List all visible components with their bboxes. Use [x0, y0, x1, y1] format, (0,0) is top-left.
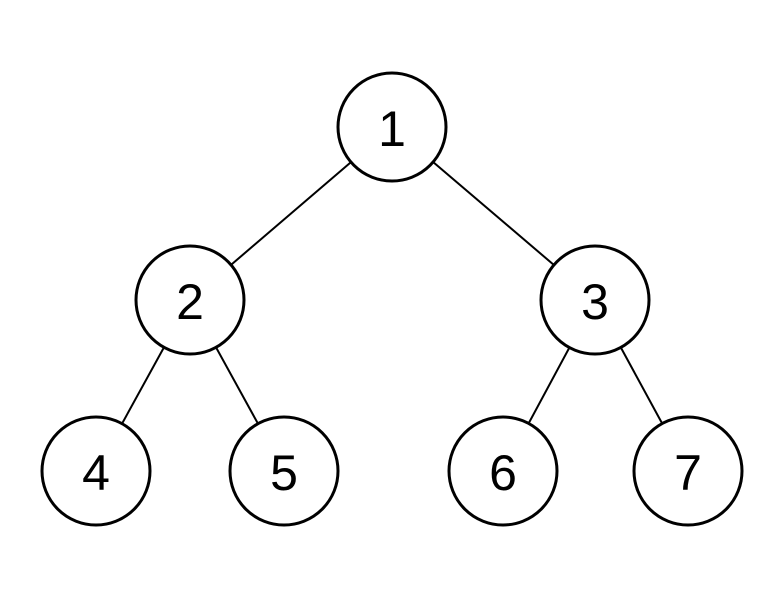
node-circle — [632, 415, 744, 527]
node-circle — [134, 244, 246, 356]
tree-node-4: 4 — [40, 415, 152, 527]
tree-node-7: 7 — [632, 415, 744, 527]
tree-node-5: 5 — [228, 415, 340, 527]
tree-nodes: 1 2 3 4 5 6 7 — [40, 71, 744, 527]
node-label: 1 — [378, 101, 406, 157]
node-label: 3 — [581, 274, 609, 330]
tree-node-6: 6 — [447, 415, 559, 527]
tree-node-2: 2 — [134, 244, 246, 356]
node-circle — [539, 244, 651, 356]
node-label: 5 — [270, 445, 298, 501]
tree-node-1: 1 — [336, 71, 448, 183]
node-circle — [447, 415, 559, 527]
node-label: 4 — [82, 445, 110, 501]
tree-node-3: 3 — [539, 244, 651, 356]
node-label: 7 — [674, 445, 702, 501]
node-label: 6 — [489, 445, 517, 501]
node-circle — [40, 415, 152, 527]
node-label: 2 — [176, 274, 204, 330]
node-circle — [336, 71, 448, 183]
node-circle — [228, 415, 340, 527]
